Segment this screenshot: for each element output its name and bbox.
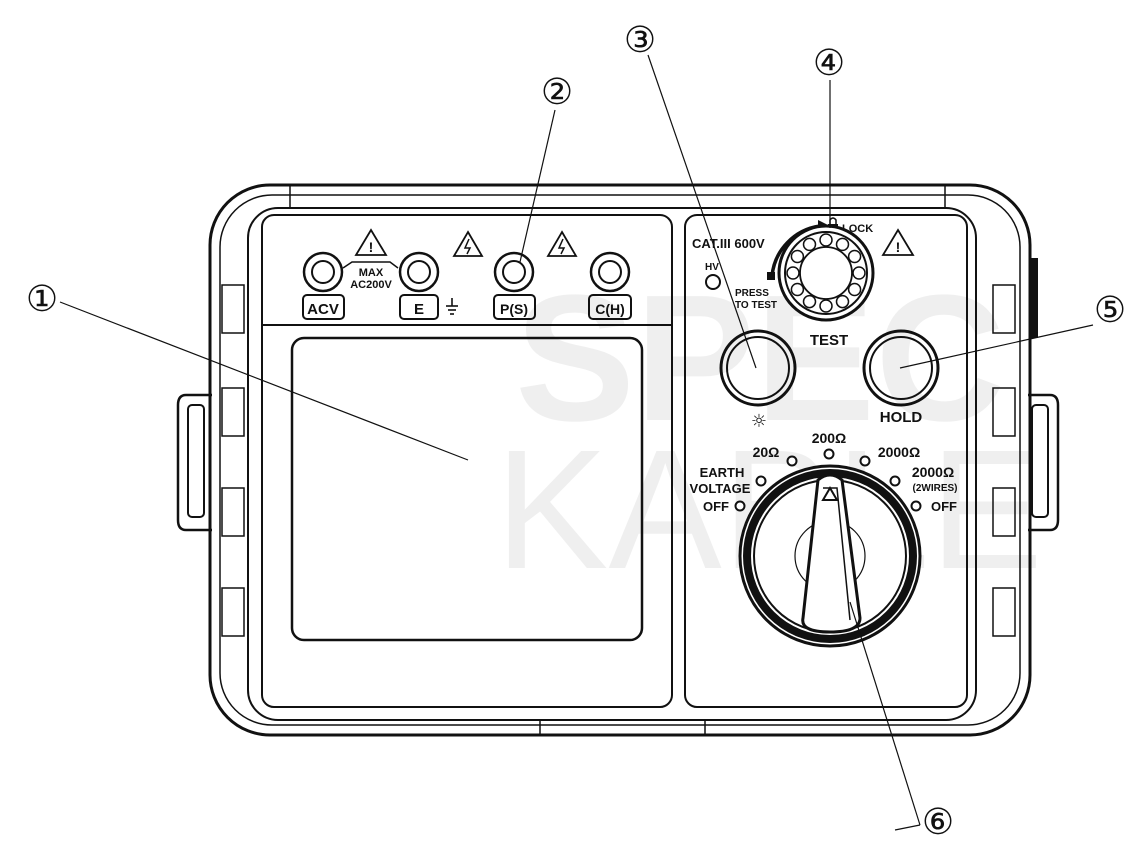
terminal-ps-label: P(S) [500, 301, 528, 317]
dial-off-right: OFF [931, 499, 957, 514]
hv-indicator [705, 274, 721, 290]
callout-4: ④ [813, 43, 845, 84]
callout-2: ② [541, 72, 573, 113]
terminal-acv[interactable]: ACV [302, 251, 345, 320]
callout-3: ③ [624, 20, 656, 61]
high-voltage-icon [546, 230, 578, 257]
hold-button[interactable] [862, 329, 940, 407]
right-panel [684, 214, 968, 708]
callout-1: ① [26, 279, 58, 320]
dial-position-dots [734, 448, 922, 512]
terminal-e[interactable]: E [398, 251, 440, 320]
callout-4-label: ④ [813, 43, 845, 84]
high-voltage-icon [452, 230, 484, 257]
callout-2-label: ② [541, 72, 573, 113]
ground-icon [446, 298, 458, 315]
callout-3-label: ③ [624, 20, 656, 61]
hold-label: HOLD [880, 409, 923, 426]
max-voltage-line2: AC200V [350, 279, 392, 291]
callout-lines [59, 54, 1094, 831]
backlight-button[interactable] [719, 329, 797, 407]
dial-200-ohm: 200Ω [812, 430, 847, 446]
lcd-display [290, 336, 644, 642]
terminal-ch-label: C(H) [595, 301, 625, 317]
knurl-notch [790, 282, 805, 297]
test-button[interactable] [777, 224, 875, 322]
callout-6: ⑥ [922, 802, 954, 843]
warning-icon: ! [354, 228, 388, 256]
press-to-test-line1: PRESS [735, 288, 769, 299]
function-selector-dial[interactable] [738, 464, 922, 648]
terminal-acv-label: ACV [307, 301, 339, 318]
hv-label: HV [705, 262, 719, 273]
housing [176, 183, 1060, 737]
knurl-notch [835, 294, 850, 309]
dial-20-ohm: 20Ω [753, 444, 780, 460]
test-label: TEST [810, 332, 848, 349]
sun-icon: ☼ [751, 411, 767, 432]
knurl-notch [835, 237, 850, 252]
dial-2000-ohm: 2000Ω [878, 444, 920, 460]
knurl-notch [790, 249, 805, 264]
dial-earth-voltage-line2: VOLTAGE [690, 481, 751, 496]
callout-1-label: ① [26, 279, 58, 320]
knurl-notch [852, 266, 866, 280]
callout-6-label: ⑥ [922, 802, 954, 843]
callout-5-label: ⑤ [1094, 290, 1126, 331]
callout-5: ⑤ [1094, 290, 1126, 331]
dial-off-left: OFF [703, 499, 729, 514]
knurl-notch [847, 249, 862, 264]
knurl-notch [847, 282, 862, 297]
max-bracket [342, 261, 399, 269]
watermark-line1: SPEC [515, 258, 1005, 459]
knurl-notch [786, 266, 800, 280]
svg-text:!: ! [369, 239, 374, 255]
knurl-notch [819, 233, 833, 247]
knurl-notch [802, 294, 817, 309]
terminal-ps[interactable]: P(S) [493, 251, 536, 320]
dial-2000-ohm-2wires-line2: (2WIRES) [913, 483, 958, 494]
max-voltage-line1: MAX [359, 267, 384, 279]
left-panel [261, 214, 673, 708]
press-to-test-line2: TO TEST [735, 300, 777, 311]
knurl-notch [802, 237, 817, 252]
svg-text:!: ! [896, 239, 901, 255]
cat-rating: CAT.III 600V [692, 236, 765, 251]
warning-icon: ! [881, 228, 915, 256]
knurl-notch [819, 299, 833, 313]
dial-earth-voltage-line1: EARTH [700, 465, 745, 480]
terminal-e-label: E [414, 301, 424, 318]
terminal-ch[interactable]: C(H) [588, 251, 632, 320]
dial-2000-ohm-2wires-line1: 2000Ω [912, 464, 954, 480]
